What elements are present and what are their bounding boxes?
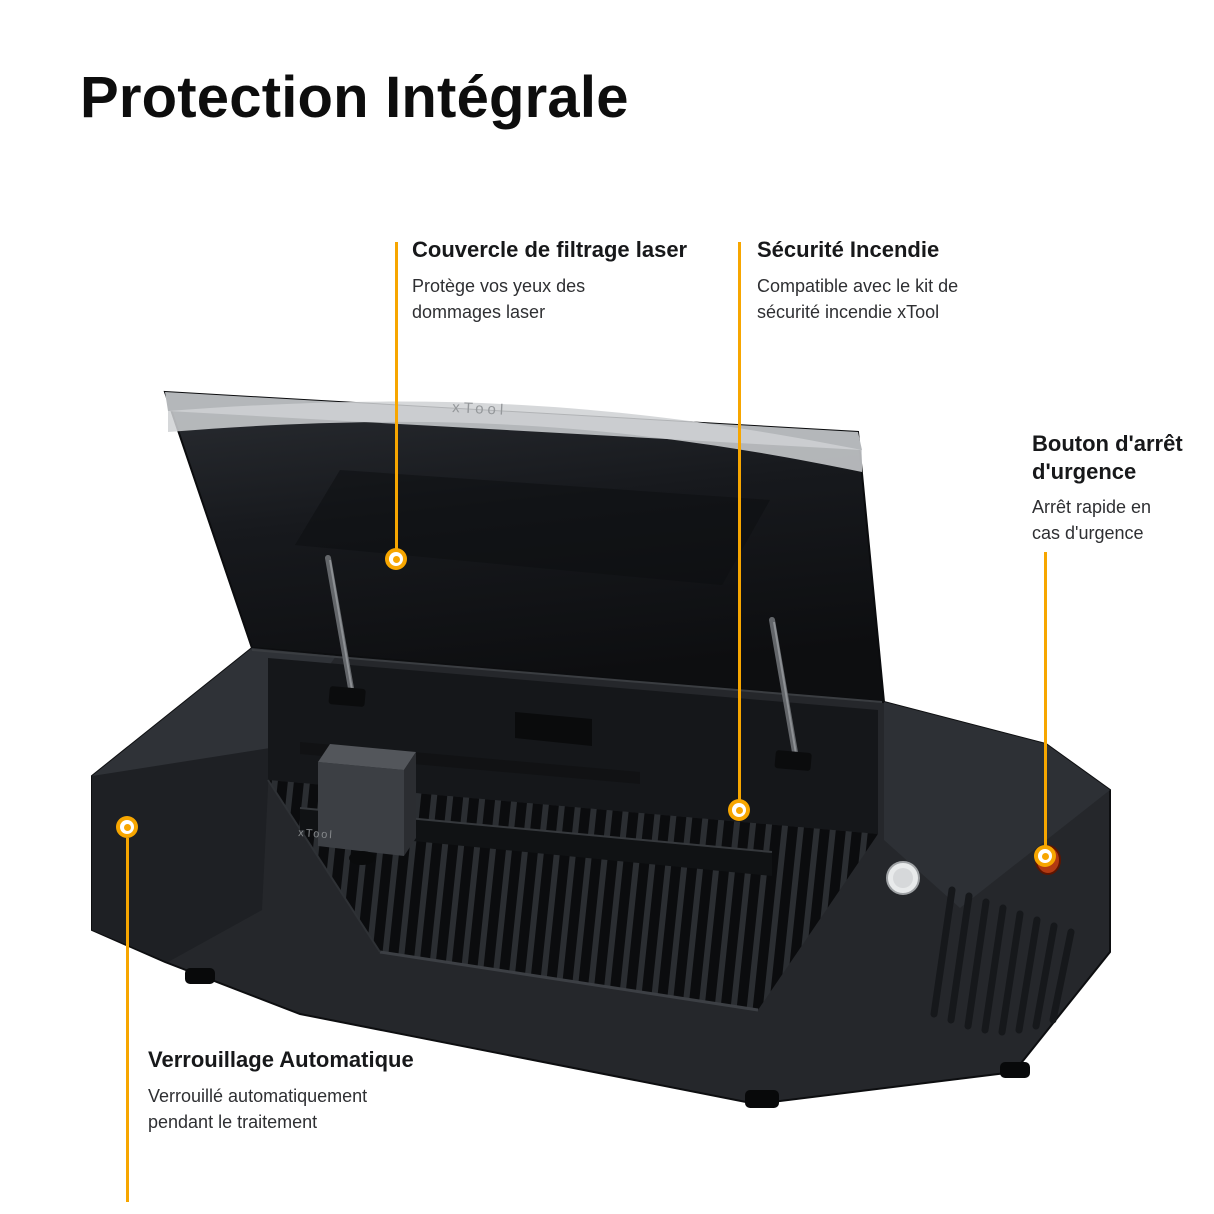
- callout-body: Protège vos yeux des dommages laser: [412, 275, 586, 322]
- callout-dot-lid-filter: [385, 548, 407, 570]
- callout-auto-lock: Verrouillage Automatique Verrouillé auto…: [148, 1046, 448, 1135]
- callout-lid-filter: Couvercle de filtrage laser Protège vos …: [412, 236, 724, 325]
- callout-dot-auto-lock: [116, 816, 138, 838]
- interior-back-wall: [268, 658, 878, 834]
- front-rim: [379, 950, 759, 1012]
- callout-line-lid-filter: [395, 242, 398, 550]
- lid-swoosh: [168, 401, 862, 472]
- callout-body: Verrouillé automatiquement pendant le tr…: [148, 1085, 368, 1132]
- callout-line-emergency-stop: [1044, 552, 1047, 846]
- callout-line-auto-lock: [126, 838, 129, 1202]
- callout-heading: Verrouillage Automatique: [148, 1047, 414, 1072]
- callout-body: Arrêt rapide en cas d'urgence: [1032, 497, 1152, 544]
- laser-head: xTool: [298, 744, 773, 876]
- lid-brand-logo: xTool: [452, 399, 508, 419]
- callout-heading: Couvercle de filtrage laser: [412, 237, 688, 262]
- rim-brand-logo: xTool: [298, 827, 334, 841]
- interior-camera-box: [515, 712, 592, 746]
- callout-heading: Bouton d'arrêt d'urgence: [1032, 431, 1183, 484]
- page-title: Protection Intégrale: [80, 65, 629, 130]
- callout-heading: Sécurité Incendie: [757, 237, 940, 262]
- laser-nozzle: [349, 851, 375, 865]
- machine-feet: [185, 968, 1030, 1108]
- left-front-face: [92, 748, 270, 962]
- callout-emergency-stop: Bouton d'arrêt d'urgence Arrêt rapide en…: [1032, 430, 1200, 546]
- callout-line-fire-safety: [738, 242, 741, 800]
- callout-body: Compatible avec le kit de sécurité incen…: [757, 275, 959, 322]
- machine-body: [91, 646, 1111, 1106]
- callout-dot-emergency-stop: [1034, 845, 1056, 867]
- top-right-deck: [884, 702, 1110, 908]
- lid-struts: [325, 555, 812, 771]
- callout-fire-safety: Sécurité Incendie Compatible avec le kit…: [757, 236, 1025, 325]
- side-vents: [930, 886, 1075, 1036]
- callout-dot-fire-safety: [728, 799, 750, 821]
- right-module: [884, 702, 1110, 1036]
